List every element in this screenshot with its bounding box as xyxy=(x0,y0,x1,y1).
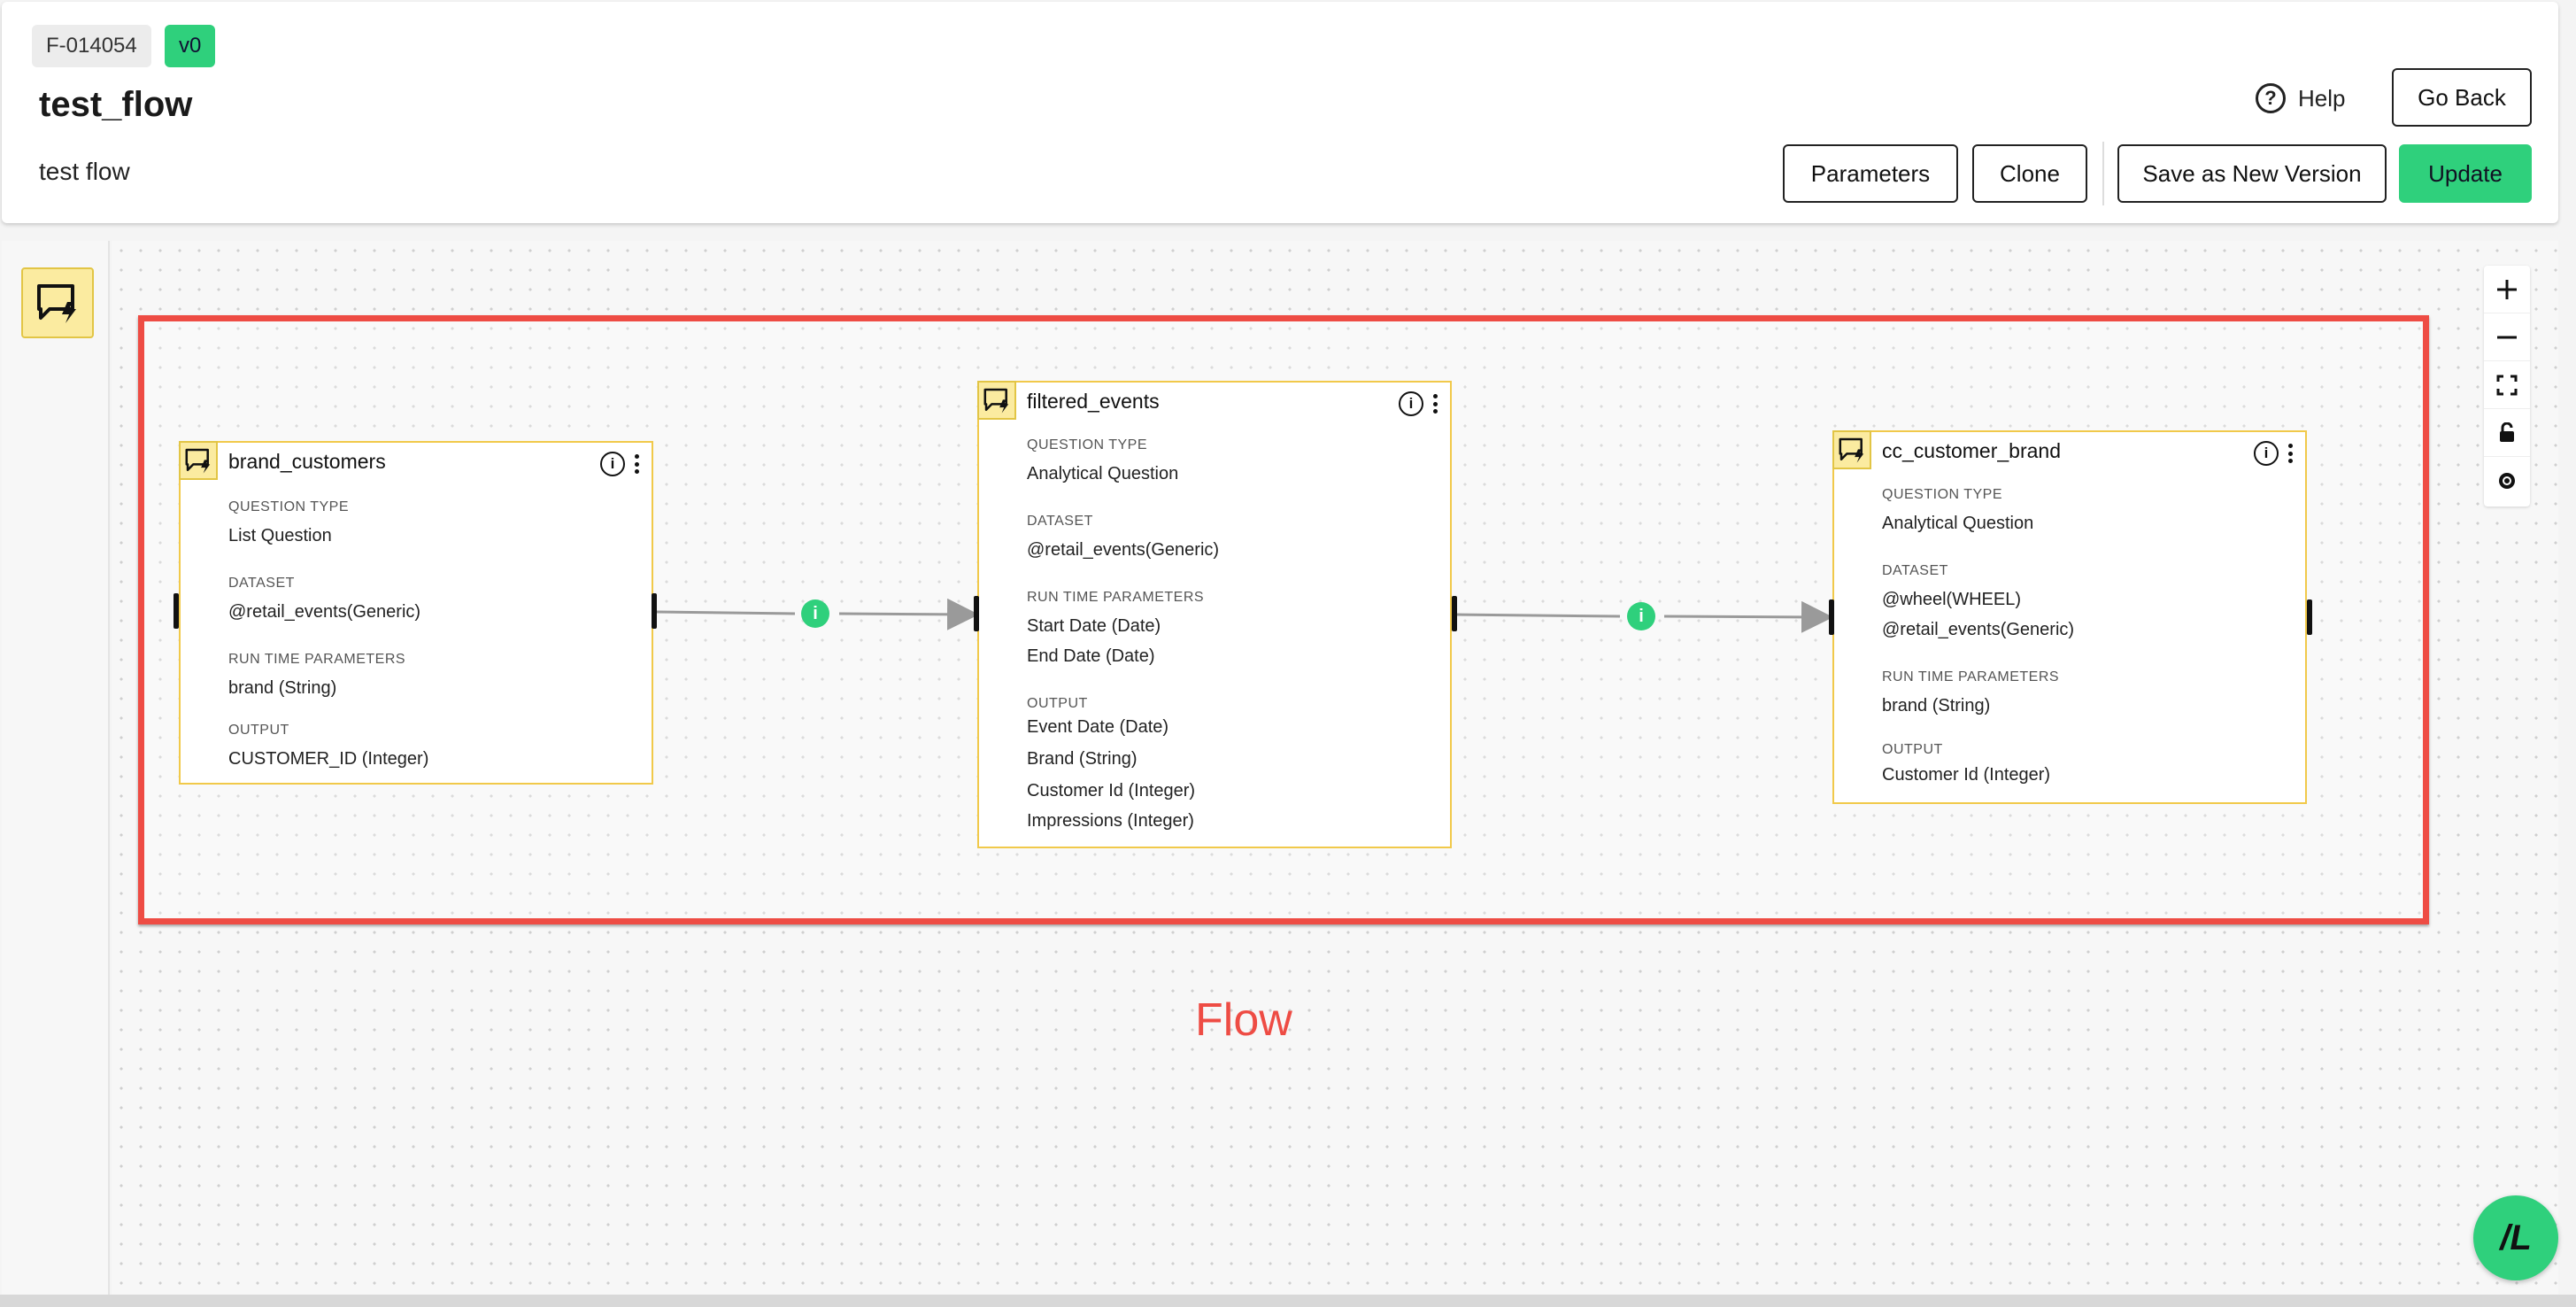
edge-line xyxy=(838,598,979,630)
output-value: Impressions (Integer) xyxy=(1027,811,1194,831)
clone-button[interactable]: Clone xyxy=(1972,144,2087,203)
flow-node-brand-customers[interactable]: brand_customers i QUESTION TYPE List Que… xyxy=(179,441,653,785)
header-divider xyxy=(2102,142,2104,205)
fit-view-icon[interactable] xyxy=(2484,361,2530,409)
flow-id-badge: F-014054 xyxy=(32,25,151,67)
output-value: Customer Id (Integer) xyxy=(1882,765,2051,785)
dataset-value: @retail_events(Generic) xyxy=(1027,540,1220,560)
dataset-value: @retail_events(Generic) xyxy=(1882,620,2075,639)
question-type-value: Analytical Question xyxy=(1882,514,2034,533)
node-input-handle[interactable] xyxy=(174,593,179,629)
palette-question-node[interactable] xyxy=(21,267,94,338)
more-options-icon[interactable] xyxy=(1429,391,1441,416)
param-value: brand (String) xyxy=(1882,696,1991,715)
canvas-controls xyxy=(2484,266,2530,507)
parameters-button[interactable]: Parameters xyxy=(1783,144,1958,203)
dataset-label: DATASET xyxy=(228,576,295,591)
question-lightning-icon xyxy=(185,448,211,474)
lock-icon[interactable] xyxy=(2484,409,2530,457)
reset-icon[interactable] xyxy=(2484,457,2530,505)
question-type-label: QUESTION TYPE xyxy=(228,499,350,514)
go-back-button[interactable]: Go Back xyxy=(2392,68,2532,127)
help-circle-icon: ? xyxy=(2256,83,2286,113)
page-title: test_flow xyxy=(39,85,193,124)
output-value: Customer Id (Integer) xyxy=(1027,781,1196,800)
output-value: Brand (String) xyxy=(1027,749,1138,769)
node-palette xyxy=(2,241,110,1295)
node-title: cc_customer_brand xyxy=(1882,439,2061,462)
dataset-value: @wheel(WHEEL) xyxy=(1882,590,2022,609)
params-label: RUN TIME PARAMETERS xyxy=(228,652,406,667)
question-lightning-icon xyxy=(1839,437,1864,463)
node-output-handle[interactable] xyxy=(1452,596,1457,631)
params-label: RUN TIME PARAMETERS xyxy=(1882,669,2060,684)
output-value: Event Date (Date) xyxy=(1027,717,1169,737)
flow-node-filtered-events[interactable]: filtered_events i QUESTION TYPE Analytic… xyxy=(977,381,1452,848)
dataset-value: @retail_events(Generic) xyxy=(228,602,421,622)
edge-line xyxy=(656,610,796,615)
question-lightning-icon xyxy=(983,388,1009,414)
horizontal-scrollbar[interactable] xyxy=(0,1295,2576,1307)
output-label: OUTPUT xyxy=(1882,742,1943,757)
help-button[interactable]: ? Help xyxy=(2256,78,2345,119)
edge-info-icon[interactable]: i xyxy=(801,599,829,628)
question-type-label: QUESTION TYPE xyxy=(1027,437,1148,452)
flow-description: test flow xyxy=(39,158,130,185)
node-title: filtered_events xyxy=(1027,390,1160,413)
output-label: OUTPUT xyxy=(228,723,289,738)
node-input-handle[interactable] xyxy=(1829,599,1834,635)
zoom-in-icon[interactable] xyxy=(2484,266,2530,313)
node-input-handle[interactable] xyxy=(974,596,979,631)
info-icon[interactable]: i xyxy=(600,452,625,476)
zoom-out-icon[interactable] xyxy=(2484,313,2530,361)
edge-line xyxy=(1454,613,1621,618)
version-badge: v0 xyxy=(165,25,216,67)
flow-node-cc-customer-brand[interactable]: cc_customer_brand i QUESTION TYPE Analyt… xyxy=(1832,430,2307,804)
dataset-label: DATASET xyxy=(1027,514,1093,529)
output-label: OUTPUT xyxy=(1027,696,1088,711)
flow-group-label: Flow xyxy=(1195,994,1292,1046)
node-output-handle[interactable] xyxy=(652,593,657,629)
dataset-label: DATASET xyxy=(1882,563,1948,578)
question-type-value: List Question xyxy=(228,526,332,545)
param-value: brand (String) xyxy=(228,678,337,698)
param-value: End Date (Date) xyxy=(1027,646,1155,666)
node-title: brand_customers xyxy=(228,450,386,473)
param-value: Start Date (Date) xyxy=(1027,616,1161,636)
info-icon[interactable]: i xyxy=(2254,441,2279,466)
more-options-icon[interactable] xyxy=(630,452,643,476)
question-type-label: QUESTION TYPE xyxy=(1882,487,2003,502)
question-lightning-icon xyxy=(37,284,76,323)
edge-info-icon[interactable]: i xyxy=(1627,602,1655,630)
app-logo-button[interactable]: /L xyxy=(2473,1195,2558,1280)
flow-header: F-014054 v0 test_flow test flow ? Help G… xyxy=(2,2,2558,223)
edge-line xyxy=(1663,600,1833,633)
save-as-new-version-button[interactable]: Save as New Version xyxy=(2117,144,2387,203)
info-icon[interactable]: i xyxy=(1399,391,1423,416)
update-button[interactable]: Update xyxy=(2399,144,2532,203)
output-value: CUSTOMER_ID (Integer) xyxy=(228,749,429,769)
node-output-handle[interactable] xyxy=(2307,599,2312,635)
more-options-icon[interactable] xyxy=(2284,441,2296,466)
question-type-value: Analytical Question xyxy=(1027,464,1179,483)
help-label: Help xyxy=(2298,84,2346,112)
params-label: RUN TIME PARAMETERS xyxy=(1027,590,1205,605)
